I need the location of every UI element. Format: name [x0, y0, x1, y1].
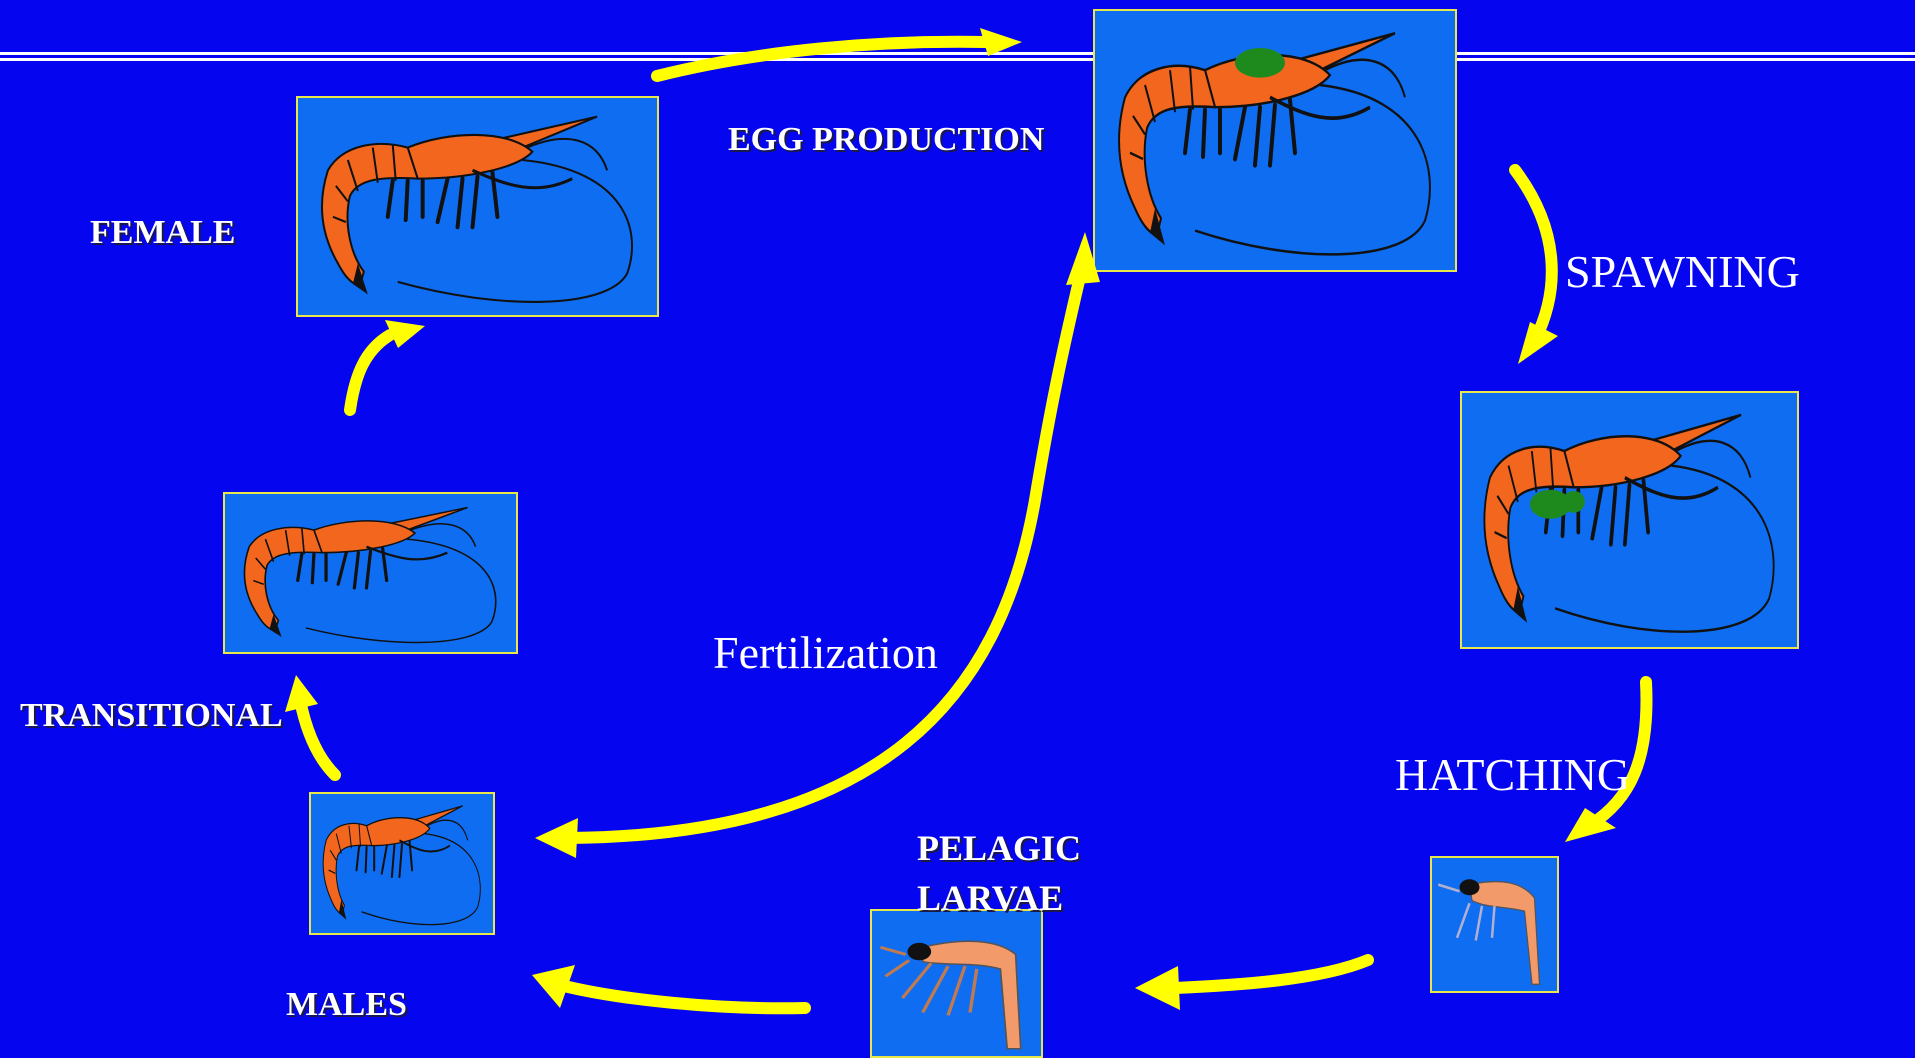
hatching-frame: [1430, 856, 1559, 993]
adult-shrimp-with-ovary-icon: [1095, 11, 1455, 270]
transitional-frame: [223, 492, 518, 654]
arrowhead-spawning: [1518, 322, 1558, 364]
female-label: FEMALE: [90, 216, 235, 250]
arrowhead-pelagic: [1135, 966, 1180, 1010]
pelagic-larvae-frame: [870, 909, 1043, 1058]
transitional-label: TRANSITIONAL: [20, 699, 283, 733]
arrow-males-to-transitional: [300, 700, 335, 775]
top-rule-lower: [0, 58, 1915, 61]
arrowhead-transitional: [285, 675, 318, 712]
males-frame: [309, 792, 495, 935]
pelagic-label-line2: LARVAE: [917, 880, 1063, 916]
males-label: MALES: [286, 988, 407, 1022]
arrowhead-female: [385, 320, 425, 348]
adult-shrimp-icon: [298, 98, 657, 315]
hatching-label: HATCHING: [1395, 752, 1630, 798]
arrow-transitional-to-female: [350, 335, 390, 410]
larva-icon: [872, 911, 1041, 1056]
arrow-pelagic-to-males: [560, 985, 805, 1008]
arrow-fertilization: [570, 268, 1082, 838]
spawning-label: SPAWNING: [1565, 249, 1800, 295]
pelagic-label-line1: PELAGIC: [917, 830, 1081, 866]
female-frame: [296, 96, 659, 317]
egg-production-label: EGG PRODUCTION: [728, 123, 1044, 157]
small-shrimp-icon: [311, 794, 493, 933]
top-rule-upper: [0, 52, 1915, 55]
spawning-frame: [1460, 391, 1799, 649]
zoea-larva-icon: [1432, 858, 1557, 991]
berried-shrimp-icon: [1462, 393, 1797, 647]
egg-production-frame: [1093, 9, 1457, 272]
fertilization-label: Fertilization: [713, 630, 938, 676]
arrowhead-fertilization-bottom: [535, 818, 578, 858]
arrowhead-males: [532, 965, 575, 1008]
arrow-hatching-to-pelagic: [1175, 960, 1368, 988]
arrow-egg-production-to-spawning: [1515, 170, 1552, 340]
medium-shrimp-icon: [225, 494, 516, 652]
arrowhead-hatching: [1565, 808, 1616, 842]
